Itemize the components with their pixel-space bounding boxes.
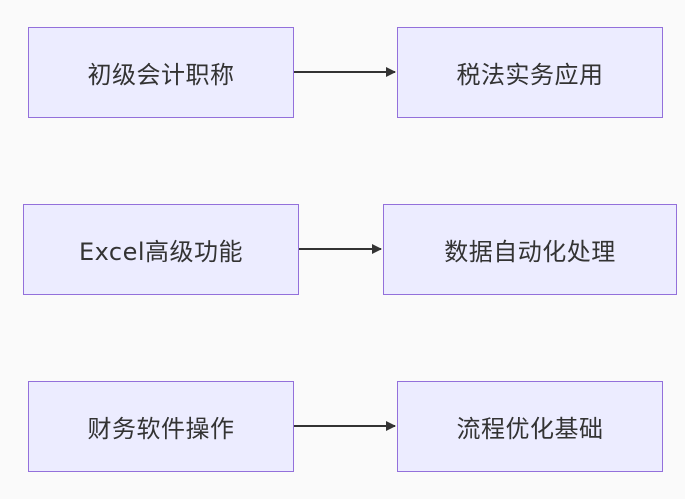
node-label: Excel高级功能	[78, 238, 244, 266]
node-label: 初级会计职称	[87, 61, 235, 89]
node-finance-software: 财务软件操作	[28, 381, 294, 472]
node-label: 税法实务应用	[456, 61, 604, 89]
node-primary-accountant-title: 初级会计职称	[28, 27, 294, 118]
node-label: 财务软件操作	[87, 415, 235, 443]
node-label: 流程优化基础	[456, 415, 604, 443]
node-label: 数据自动化处理	[444, 238, 616, 266]
node-excel-advanced: Excel高级功能	[23, 204, 299, 295]
node-tax-law-practice: 税法实务应用	[397, 27, 663, 118]
node-data-automation: 数据自动化处理	[383, 204, 677, 295]
node-process-optimization: 流程优化基础	[397, 381, 663, 472]
